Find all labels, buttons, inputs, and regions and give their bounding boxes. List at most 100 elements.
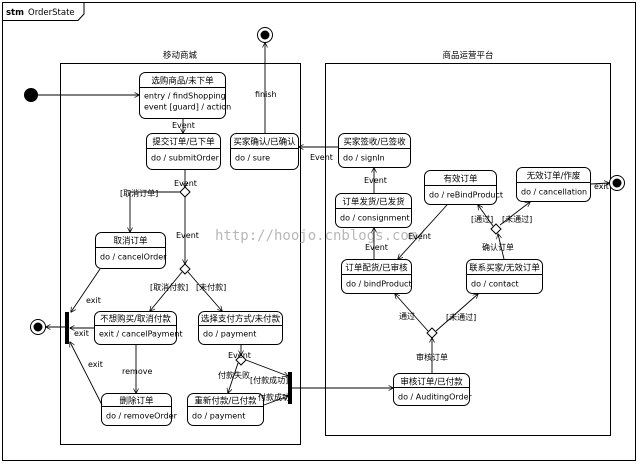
decision-contact (490, 223, 502, 235)
label-remove: remove (122, 367, 152, 376)
state-cancel-payment-action: exit / cancelPayment (99, 330, 183, 339)
state-buyer-confirm-name: 买家确认/已确认 (233, 137, 296, 148)
state-valid-name: 有效订单 (443, 174, 478, 185)
state-contact-action: do / contact (471, 280, 519, 289)
decision-cancel-payment (179, 263, 191, 275)
state-distribute-name: 订单配货/已审核 (345, 263, 408, 274)
state-invalid-action: do / cancellation (521, 188, 587, 197)
state-buyer-confirm-action: do / sure (235, 154, 270, 163)
diagram-frame (2, 2, 636, 461)
state-delete-order-action: do / removeOrder (106, 412, 178, 421)
join-bar-payment (288, 372, 292, 404)
state-audit-action: do / AuditingOrder (398, 393, 473, 402)
edge-contact-decision (498, 234, 505, 260)
region-mobile-mall (60, 63, 301, 445)
edge-to-choose-payment (187, 271, 222, 311)
label-pay-fail: 付款失败 (218, 370, 250, 380)
frame-title: OrderState (28, 8, 75, 18)
state-ship-action: do / consignment (340, 214, 410, 223)
state-repay: 重新付款/已付款 do / payment (187, 393, 264, 426)
state-ship-name: 订单发货/已发货 (342, 197, 405, 208)
state-choose-payment-action: do / payment (203, 330, 256, 339)
state-delete-order-name: 删除订单 (119, 396, 154, 407)
final-state-top-core (260, 30, 270, 40)
state-delete-order: 删除订单 do / removeOrder (101, 393, 178, 426)
state-repay-name: 重新付款/已付款 (194, 396, 257, 407)
edge-repay-success (263, 396, 288, 406)
label-event-2: Event (174, 179, 197, 188)
state-valid-action: do / reBindProduct (429, 191, 503, 200)
decision-audit (426, 327, 438, 339)
state-buyer-confirm: 买家确认/已确认 do / sure (230, 133, 299, 170)
label-event-1: Event (172, 121, 195, 130)
region-operation-platform (325, 63, 611, 436)
state-buyer-sign: 买家签收/已签收 do / signIn (338, 133, 411, 168)
label-event-5: Event (365, 243, 388, 252)
edge-audit-pass (395, 294, 429, 332)
final-state-right-core (612, 178, 622, 188)
label-cancel-order-guard: [取消订单] (120, 188, 158, 198)
state-contact: 联系买家/无效订单 do / contact (466, 259, 543, 294)
state-cancel-payment-name: 不想购买/取消付款 (100, 314, 171, 325)
state-cancel-payment: 不想购买/取消付款 exit / cancelPayment (94, 311, 183, 345)
edge-invalid-final (590, 183, 609, 184)
label-exit-3: exit (88, 360, 103, 369)
state-distribute-action: do / bindProduct (346, 280, 412, 289)
edge-decision-cancel-order (130, 191, 180, 232)
label-finish: finish (255, 90, 277, 99)
watermark: http://hoojo.cnblogs.com/ (215, 228, 426, 244)
state-distribute: 订单配货/已审核 do / bindProduct (341, 259, 412, 294)
state-browse-action-2: event [guard] / action (144, 103, 231, 112)
state-browse-name: 选购商品/未下单 (151, 76, 214, 87)
state-cancel-order-action: do / cancelOrder (100, 253, 167, 262)
state-buyer-sign-name: 买家签收/已签收 (343, 137, 406, 148)
state-submit-name: 提交订单/已下单 (152, 137, 215, 148)
final-state-left-core (33, 322, 43, 332)
state-invalid: 无效订单/作废 do / cancellation (516, 167, 591, 202)
transition-labels: Event Event [取消订单] Event [取消付款] [未付款] ex… (74, 90, 609, 402)
state-audit-name: 审核订单/已付款 (400, 377, 463, 388)
label-event-4: Event (228, 351, 251, 360)
state-repay-action: do / payment (192, 412, 245, 421)
label-event-8: Event (408, 232, 431, 241)
edge-cancel-order-exit (71, 268, 101, 312)
label-pass-1: 通过 (399, 311, 415, 321)
label-fail-2: [未通过] (502, 214, 532, 224)
state-choose-payment-name: 选择支付方式/未付款 (201, 314, 281, 325)
state-ship: 订单发货/已发货 do / consignment (335, 193, 412, 228)
state-invalid-name: 无效订单/作废 (527, 171, 581, 182)
state-cancel-order-name: 取消订单 (113, 236, 148, 247)
edge-to-cancel-payment (150, 271, 183, 311)
region-title-right: 商品运营平台 (442, 50, 493, 61)
label-pass-2: [通过] (471, 214, 493, 224)
edge-pay-success (245, 359, 288, 376)
label-fail-1: [未通过] (446, 312, 476, 322)
label-pay-success-1: [付款成功] (250, 375, 288, 385)
state-cancel-order: 取消订单 do / cancelOrder (95, 232, 167, 269)
label-not-paid: [未付款] (196, 282, 226, 292)
edge-valid-distribute (398, 204, 448, 259)
state-browse-action-1: entry / findShopping (144, 92, 226, 101)
transitions (38, 43, 609, 406)
state-submit: 提交订单/已下单 do / submitOrder (146, 133, 221, 170)
label-event-7: Event (310, 153, 333, 162)
label-event-6: Event (364, 176, 387, 185)
state-choose-payment: 选择支付方式/未付款 do / payment (198, 311, 283, 345)
region-title-left: 移动商城 (163, 50, 198, 61)
state-contact-name: 联系买家/无效订单 (469, 263, 540, 274)
label-confirm-order: 确认订单 (482, 242, 514, 252)
label-cancel-pay-guard: [取消付款] (150, 282, 188, 292)
edge-pay-fail (228, 362, 239, 393)
decision-submit (179, 186, 191, 198)
decision-payment (235, 354, 247, 366)
state-browse: 选购商品/未下单 entry / findShopping event [gua… (139, 72, 231, 119)
state-audit: 审核订单/已付款 do / AuditingOrder (393, 373, 473, 406)
label-exit-2: exit (74, 329, 89, 338)
state-valid: 有效订单 do / reBindProduct (424, 170, 503, 205)
edge-decision-valid (478, 205, 494, 227)
label-audit-order: 审核订单 (416, 352, 448, 362)
state-buyer-sign-action: do / signIn (343, 154, 385, 163)
edge-audit-fail (435, 294, 478, 332)
edge-delete-exit (70, 342, 103, 406)
